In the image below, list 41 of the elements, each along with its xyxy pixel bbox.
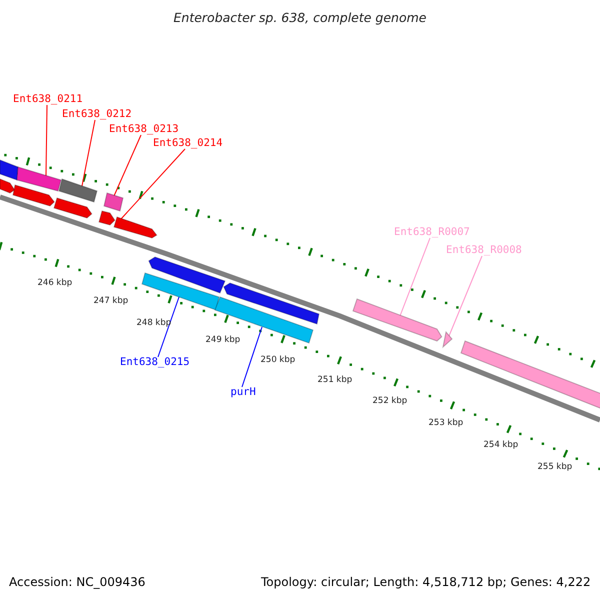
genome-info-text: Topology: circular; Length: 4,518,712 bp; Genes: 4,222	[261, 576, 591, 588]
leader-line	[82, 120, 96, 186]
scale-label: 253 kbp	[428, 417, 464, 429]
leader-line	[158, 296, 180, 358]
gene-label: Ent638_R0007	[394, 226, 470, 238]
gene-feature	[148, 256, 226, 294]
gene-feature	[223, 282, 320, 325]
scale-label: 251 kbp	[318, 374, 352, 386]
scale-label: 247 kbp	[94, 295, 128, 307]
gene-feature	[442, 330, 453, 348]
gene-feature	[16, 166, 62, 192]
gene-label: Ent638_0215	[120, 356, 190, 368]
scale-label: 254 kbp	[484, 439, 518, 451]
leader-line	[242, 326, 262, 388]
gene-feature	[58, 178, 98, 203]
gene-feature	[141, 272, 220, 311]
gene-feature	[103, 192, 124, 212]
gene-feature	[53, 197, 92, 219]
gene-label: Ent638_0213	[109, 123, 179, 135]
gene-feature	[0, 159, 19, 181]
gene-label: Ent638_R0008	[446, 244, 522, 256]
leader-line	[114, 134, 142, 196]
title: Enterobacter sp. 638, complete genome	[174, 12, 426, 24]
leader-line	[448, 256, 482, 336]
scale-label: 255 kbp	[538, 461, 572, 473]
leader-line	[400, 238, 430, 316]
leader-line	[46, 104, 48, 176]
scale-label: 252 kbp	[372, 395, 408, 407]
gene-label: Ent638_0214	[153, 137, 223, 149]
scale-label: 250 kbp	[260, 354, 296, 366]
gene-feature	[113, 216, 158, 239]
gene-label: purH	[230, 386, 256, 398]
gene-feature	[12, 184, 55, 207]
scale-label: 246 kbp	[38, 277, 72, 289]
gene-label: Ent638_0211	[13, 93, 83, 105]
gene-label: Ent638_0212	[62, 108, 132, 120]
leader-line	[120, 148, 186, 220]
gene-feature	[98, 210, 116, 226]
accession-text: Accession: NC_009436	[9, 576, 146, 588]
scale-label: 249 kbp	[206, 334, 240, 346]
gene-feature	[352, 298, 442, 342]
